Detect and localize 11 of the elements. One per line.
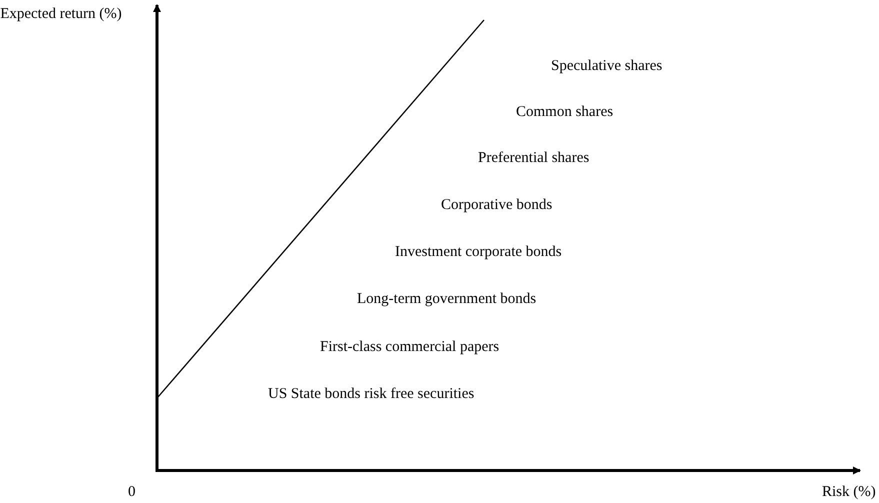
asset-class-label: Corporative bonds: [441, 197, 552, 214]
asset-class-label: US State bonds risk free securities: [268, 386, 474, 403]
asset-class-label: Preferential shares: [478, 150, 590, 167]
asset-class-label: Long-term government bonds: [357, 291, 536, 308]
asset-class-label: First-class commercial papers: [320, 339, 500, 356]
asset-class-label: Common shares: [516, 104, 614, 121]
origin-label: 0: [128, 484, 136, 501]
asset-class-label: Speculative shares: [551, 58, 662, 75]
asset-class-label: Investment corporate bonds: [395, 244, 562, 261]
axis-title: Risk (%): [822, 484, 876, 501]
axis-title: Expected return (%): [0, 6, 122, 23]
